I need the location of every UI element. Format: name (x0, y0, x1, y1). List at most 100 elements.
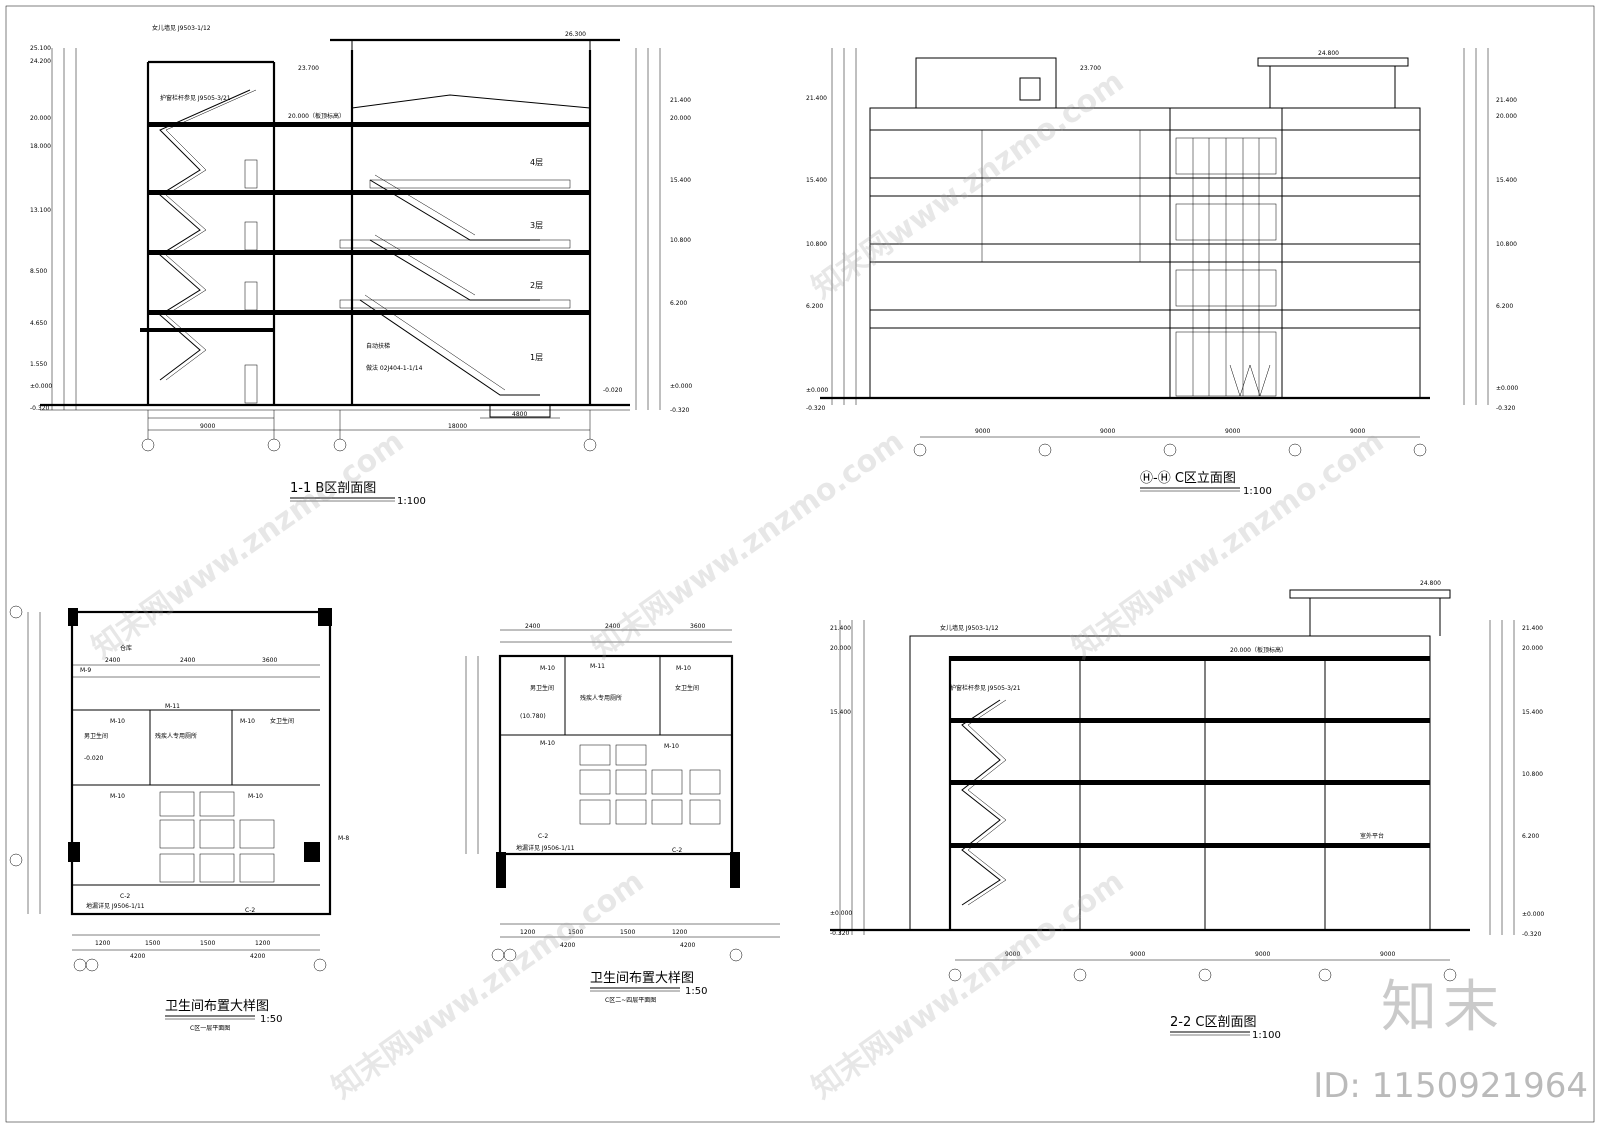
t1-m9: M-9 (80, 667, 91, 674)
b-elev-8: 1.550 (30, 361, 47, 368)
cs-elev-r2: 20.000 (1522, 645, 1543, 652)
t1-w4: 1200 (255, 940, 270, 947)
b-elev-6: 8.500 (30, 268, 47, 275)
cs-elev-l5: -0.320 (830, 930, 850, 937)
b-elev-r4: 10.800 (670, 237, 691, 244)
b-elev-r1: 21.400 (670, 97, 691, 104)
b-roof-label: 20.000（板顶标高） (288, 112, 345, 120)
cs-dim-3: 9000 (1255, 951, 1270, 958)
t2-w1: 1200 (520, 929, 535, 936)
toilet-plan-1 (9, 605, 332, 972)
b-elev-4: 18.000 (30, 143, 51, 150)
b-elev-7: 4.650 (30, 320, 47, 327)
b-elev-3: 20.000 (30, 115, 51, 122)
t2-d2: 2400 (605, 623, 620, 630)
t2-e9040: (10.780) (520, 713, 546, 720)
b-elev-r5: 6.200 (670, 300, 687, 307)
c-elev-top: 24.800 (1318, 50, 1339, 57)
cs-rail-ref: 护窗栏杆参见 J9505-3/21 (950, 684, 1021, 692)
t1-disabled: 残疾人专用厕所 (155, 732, 197, 740)
toilet2-subtitle: C区二~四层平面图 (605, 997, 656, 1004)
t1-w3: 1500 (200, 940, 215, 947)
b-elev-parapet: 23.700 (298, 65, 319, 72)
c-elev-r6: ±0.000 (1496, 385, 1518, 392)
t1-m10c: M-10 (110, 793, 125, 800)
cs-dim-1: 9000 (1005, 951, 1020, 958)
t1-m10a: M-10 (110, 718, 125, 725)
b-elev-top: 26.300 (565, 31, 586, 38)
t2-wt2: 4200 (680, 942, 695, 949)
c-elev-l1: 21.400 (806, 95, 827, 102)
t1-m10b: M-10 (240, 718, 255, 725)
cs-roof: 20.000（板顶标高） (1230, 646, 1287, 654)
t2-d1: 2400 (525, 623, 540, 630)
c-section-scale: 1:100 (1252, 1030, 1281, 1041)
c-elev-r7: -0.320 (1496, 405, 1516, 412)
c-elevation-drawing (820, 48, 1489, 457)
cs-elev-r6: ±0.000 (1522, 911, 1544, 918)
b-escalator-label: 自动扶梯 (366, 342, 390, 350)
t1-wt1: 4200 (130, 953, 145, 960)
c-dim-2: 9000 (1100, 428, 1115, 435)
t2-w4: 1200 (672, 929, 687, 936)
t1-d1: 2400 (105, 657, 120, 664)
b-rail-ref: 护窗栏杆参见 J9505-3/21 (160, 94, 231, 102)
t2-m11: M-11 (590, 663, 605, 670)
c-dim-1: 9000 (975, 428, 990, 435)
b-elev-9: ±0.000 (30, 383, 52, 390)
t1-c2a: C-2 (120, 893, 130, 900)
cs-elev-l2: 20.000 (830, 645, 851, 652)
t2-m10b: M-10 (676, 665, 691, 672)
c-elev-r5: 6.200 (1496, 303, 1513, 310)
c-elev-l4: 6.200 (806, 303, 823, 310)
c-section-title: 2-2 C区剖面图 (1170, 1015, 1256, 1030)
toilet2-title: 卫生间布置大样图 (590, 971, 694, 986)
t2-men: 男卫生间 (530, 684, 554, 692)
toilet2-scale: 1:50 (685, 986, 707, 997)
b-floor-1: 1层 (530, 353, 543, 362)
toilet1-scale: 1:50 (260, 1014, 282, 1025)
c-elev-r3: 15.400 (1496, 177, 1517, 184)
c-elev-r1: 21.400 (1496, 97, 1517, 104)
cs-outdoor: 室外平台 (1360, 832, 1384, 840)
t2-wt1: 4200 (560, 942, 575, 949)
c-elev-l2: 15.400 (806, 177, 827, 184)
t1-room: 仓库 (120, 644, 132, 652)
cs-dim-4: 9000 (1380, 951, 1395, 958)
t2-m10d: M-10 (664, 743, 679, 750)
image-id: ID: 1150921964 (1313, 1066, 1588, 1106)
b-dim-escalator: 4800 (512, 411, 527, 418)
c-elev-l3: 10.800 (806, 241, 827, 248)
t1-m11: M-11 (165, 703, 180, 710)
cs-elev-l3: 15.400 (830, 709, 851, 716)
cs-elev-r7: -0.320 (1522, 931, 1542, 938)
t1-m8: M-8 (338, 835, 349, 842)
c-elev-parapet: 23.700 (1080, 65, 1101, 72)
t2-c2b: C-2 (672, 847, 682, 854)
b-elev-1: 25.100 (30, 45, 51, 52)
cs-elev-r3: 15.400 (1522, 709, 1543, 716)
t1-e020: -0.020 (84, 755, 104, 762)
cs-elev-r1: 21.400 (1522, 625, 1543, 632)
t1-w1: 1200 (95, 940, 110, 947)
b-elev-r6: ±0.000 (670, 383, 692, 390)
b-floor-2: 2层 (530, 281, 543, 290)
t2-disabled: 残疾人专用厕所 (580, 694, 622, 702)
t1-drain: 地漏详见 J9506-1/11 (86, 902, 145, 910)
t2-w2: 1500 (568, 929, 583, 936)
c-dim-4: 9000 (1350, 428, 1365, 435)
t2-m10c: M-10 (540, 740, 555, 747)
b-floor-3: 3层 (530, 221, 543, 230)
cs-dim-2: 9000 (1130, 951, 1145, 958)
b-section-scale: 1:100 (397, 496, 426, 507)
b-dim-total: 18000 (448, 423, 467, 430)
cs-elev-l4: ±0.000 (830, 910, 852, 917)
c-elevation-scale: 1:100 (1243, 486, 1272, 497)
t1-men: 男卫生间 (84, 732, 108, 740)
toilet1-subtitle: C区一层平面图 (190, 1025, 230, 1032)
c-section-drawing (830, 589, 1515, 982)
t1-women: 女卫生间 (270, 717, 294, 725)
c-elev-l6: -0.320 (806, 405, 826, 412)
b-section-title: 1-1 B区剖面图 (290, 481, 376, 496)
